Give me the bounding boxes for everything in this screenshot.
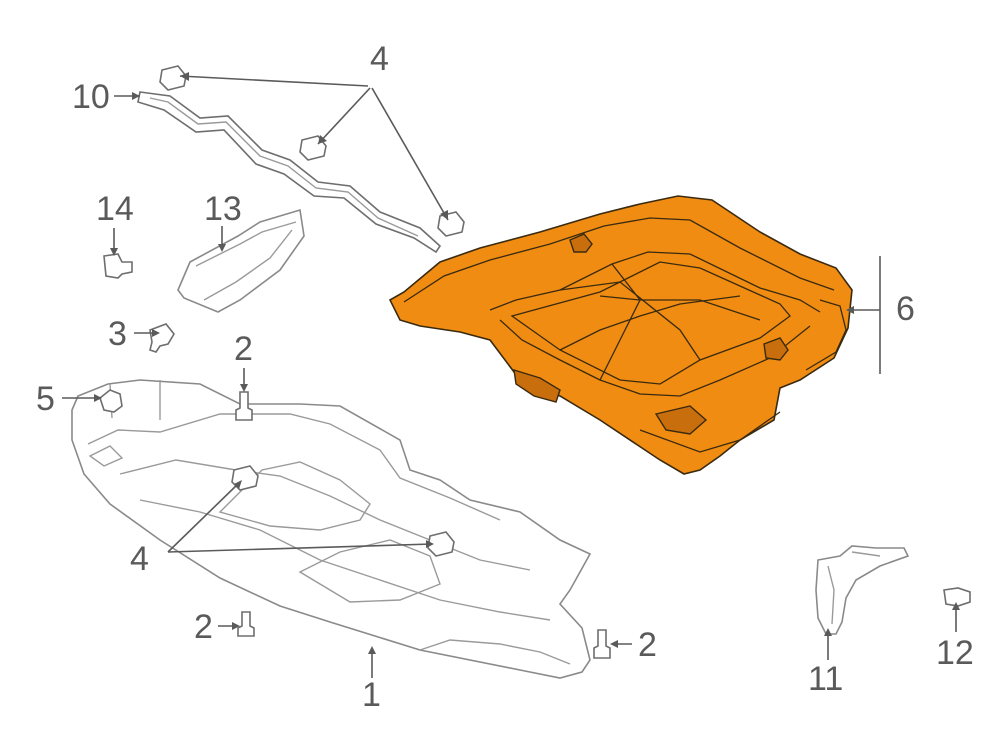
part-4-clip-top-c [437,211,465,237]
part-2-bolt-left [237,611,255,637]
callout-1: 1 [362,676,381,714]
leader-lines [62,72,960,678]
callout-5: 5 [36,380,55,418]
callout-14: 14 [96,190,134,228]
part-6-undercar-shield [388,195,853,475]
callout-3: 3 [108,315,127,353]
part-1-splash-shield [71,379,592,679]
part-4-clip-top-a [159,65,187,91]
callout-6: 6 [896,290,915,328]
callout-4-top: 4 [370,40,389,78]
callout-12: 12 [936,634,974,672]
callout-2-right: 2 [638,626,657,664]
callout-4-mid: 4 [130,540,149,578]
part-2-bolt-upper [235,391,253,421]
part-11-bracket [815,545,910,635]
part-14-pin [103,253,133,279]
part-12-clip [943,587,971,607]
part-2-bolt-right [593,629,611,659]
callout-11: 11 [808,660,843,698]
callout-10: 10 [72,78,110,116]
callout-13: 13 [204,190,242,228]
part-10-reinforcement-bar [137,91,442,254]
callout-2-upper: 2 [234,330,253,368]
part-3-bolt [149,323,175,353]
part-5-grommet [99,389,123,413]
callout-2-left: 2 [194,608,213,646]
part-4-clip-lower-b [427,531,455,557]
